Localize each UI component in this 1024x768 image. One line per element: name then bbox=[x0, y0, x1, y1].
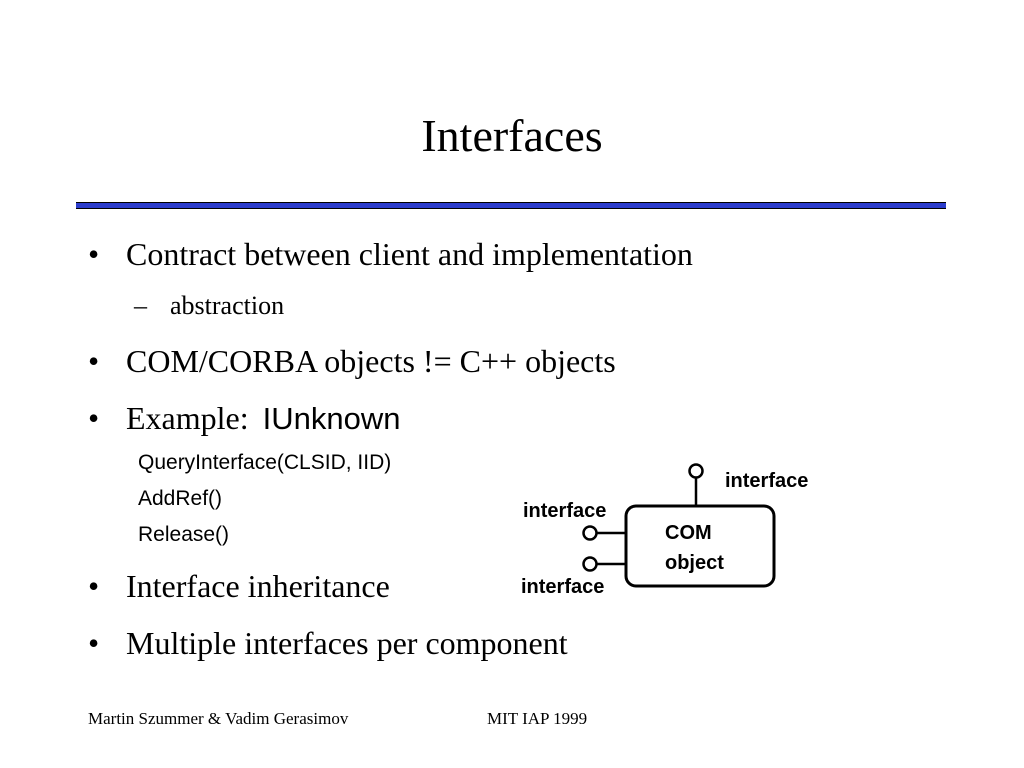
bullet-inheritance: • Interface inheritance bbox=[88, 566, 390, 606]
interface-left-bottom-label: interface bbox=[521, 576, 604, 598]
bullet-marker: • bbox=[88, 400, 100, 436]
bullet-contract: • Contract between client and implementat… bbox=[88, 234, 693, 274]
method-addref: AddRef() bbox=[138, 487, 223, 510]
bullet-text: COM/CORBA objects != C++ objects bbox=[126, 343, 616, 379]
sub-bullet-text: abstraction bbox=[170, 291, 285, 320]
bullet-multiple: • Multiple interfaces per component bbox=[88, 623, 568, 663]
bullet-example: • Example: IUnknown bbox=[88, 398, 400, 439]
example-term: IUnknown bbox=[262, 401, 401, 436]
dash-marker: – bbox=[134, 291, 147, 320]
com-object-label-line1: COM bbox=[665, 522, 712, 544]
title-divider bbox=[76, 202, 946, 209]
bullet-marker: • bbox=[88, 236, 100, 272]
footer-event: MIT IAP 1999 bbox=[487, 709, 588, 728]
slide-title: Interfaces bbox=[421, 110, 603, 161]
bullet-marker: • bbox=[88, 625, 100, 661]
bullet-text: Example: bbox=[126, 400, 249, 436]
bullet-com-corba: • COM/CORBA objects != C++ objects bbox=[88, 341, 616, 381]
com-object-label-line2: object bbox=[665, 552, 724, 574]
interface-left-bottom-icon bbox=[582, 556, 598, 572]
bullet-marker: • bbox=[88, 343, 100, 379]
com-object-box bbox=[624, 504, 776, 588]
bullet-marker: • bbox=[88, 568, 100, 604]
interface-top-icon bbox=[688, 463, 704, 479]
method-query-interface: QueryInterface(CLSID, IID) bbox=[138, 451, 392, 474]
bullet-text: Interface inheritance bbox=[126, 568, 390, 604]
footer-authors: Martin Szummer & Vadim Gerasimov bbox=[88, 709, 349, 728]
bullet-text: Contract between client and implementati… bbox=[126, 236, 693, 272]
sub-bullet-abstraction: –abstraction bbox=[134, 290, 284, 322]
interface-left-top-label: interface bbox=[523, 500, 606, 522]
bullet-text: Multiple interfaces per component bbox=[126, 625, 568, 661]
method-release: Release() bbox=[138, 523, 230, 546]
interface-left-top-icon bbox=[582, 525, 598, 541]
interface-top-label: interface bbox=[725, 470, 808, 492]
